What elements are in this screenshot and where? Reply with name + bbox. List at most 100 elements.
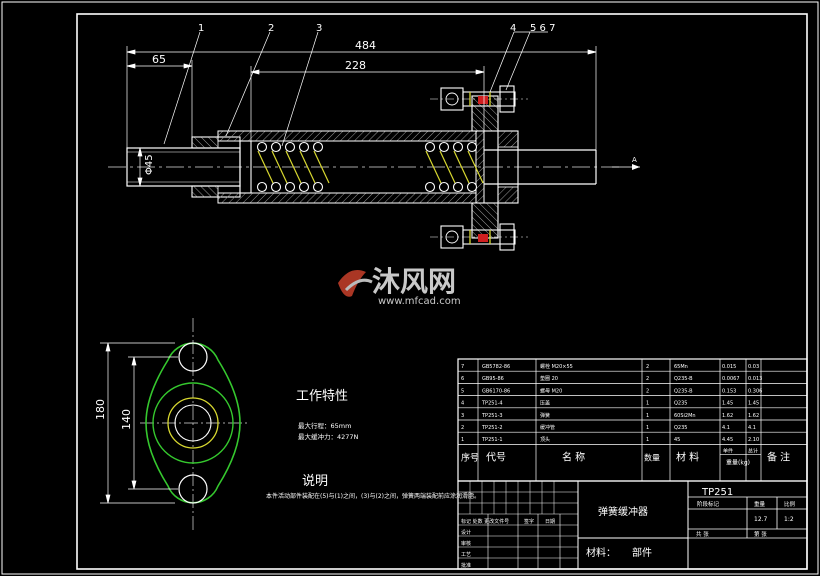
tube-wall-bottom [217,192,477,204]
part-name: 弹簧缓冲器 [598,505,648,518]
sign-row-label: 工艺 [461,552,471,558]
sign-row-label: 批准 [461,562,471,569]
material-value: 部件 [632,546,652,559]
bom-cell: 45 [674,437,680,443]
section-view: A [108,23,640,251]
dim-65: 65 [152,53,166,66]
svg-text:A: A [632,156,637,164]
tube-wall-top [217,130,477,142]
characteristics-line1: 最大行程：65mm [298,421,351,430]
dim-228: 228 [345,59,366,72]
bom-cell: 2 [646,364,649,370]
weight-label: 重量 [754,500,766,508]
bom-cell: Q235-B [674,376,693,382]
bom-header-cell: 代号 [486,451,506,463]
bom-cell: TP251-3 [481,413,503,419]
bom-cell: 4.1 [722,425,730,431]
bom-header-unit: 单件 [723,447,733,454]
bom-cell: GB95-86 [482,376,504,382]
bom-cell: 0.03 [748,364,759,370]
balloon-leaders [163,31,548,147]
characteristics-line2: 最大缓冲力：4277N [298,432,359,441]
bom-header-cell: 数量 [644,452,660,462]
sheet-number: 第 张 [754,530,767,538]
flange-bottom [471,202,499,239]
scale-value: 1:2 [784,516,794,523]
sign-row-label: 审核 [461,540,471,547]
stage-label: 阶段标记 [697,500,720,508]
bom-cell: Q235 [674,425,687,431]
balloon-1: 1 [198,23,204,34]
balloon-3: 3 [316,23,322,34]
bom-cell: 0.153 [722,388,736,394]
view-arrow [632,164,640,170]
bom-cell: GB5782-86 [482,364,510,370]
watermark-brand: 沐风网 [372,265,456,298]
bom-cell: 1.45 [748,401,759,407]
dimension-lines [126,46,597,187]
bom-cell: 0.013 [748,376,762,382]
bom-cell: TP251-1 [481,437,503,443]
bom-cell: 1 [461,437,464,443]
drawing-number: TP251 [701,487,733,498]
sheet-total: 共 张 [696,530,709,538]
notes-text: 本件活动部件装配在(5)与(1)之间，(3)与(2)之间，弹簧两端装配前应涂润滑… [266,492,480,500]
bom-cell: 4.1 [748,425,756,431]
bom-cell: 0.0067 [722,376,740,382]
dim-180: 180 [94,399,107,420]
dim-484: 484 [355,39,376,52]
bom-cell: 1 [646,401,649,407]
bom-header-total: 总计 [748,447,758,454]
spring-part-3 [256,141,484,193]
bom-cell: 1 [646,425,649,431]
inner-frame [76,13,808,570]
bom-cell: Q235-B [674,388,693,394]
balloon-4: 4 [510,23,516,34]
material-label: 材料： [586,546,616,559]
sign-row-label: 标记 处数 更改文件号 [461,518,509,525]
bom-cell: 7 [461,364,464,370]
bom-cell: 2.10 [748,437,759,443]
bom-header-cell: 名 称 [562,450,585,463]
bom-cell: 2 [646,388,649,394]
bom-cell: 0.306 [748,388,762,394]
bom-cell: 4.45 [722,437,733,443]
notes-title: 说明 [302,474,328,489]
bom-cell: 0.015 [722,364,736,370]
bom-cell: 弹簧 [540,412,550,419]
bom-cell: Q235 [674,401,687,407]
bom-cell: 2 [646,376,649,382]
weight-value: 12.7 [754,516,768,523]
watermark-logo: 沐风网 www.mfcad.com [338,265,461,307]
bom-cell: TP251-2 [481,425,503,431]
bom-cell: 65Mn [674,364,688,370]
flange-end-view: 180 140 [94,318,250,530]
title-block [457,480,808,570]
dim-140: 140 [120,409,133,430]
bom-cell: 顶头 [540,436,550,443]
balloon-2: 2 [268,23,274,34]
bom-cell: GB6170-86 [482,388,510,394]
bom-cell: 1.62 [722,413,733,419]
bom-cell: 垫圈 20 [540,375,558,382]
watermark-url: www.mfcad.com [378,296,461,307]
bolt-assembly-top [430,85,528,113]
bom-cell: 1.62 [748,413,759,419]
bom-cell: 1 [646,437,649,443]
bom-cell: 螺母 M20 [540,387,562,394]
bom-cell: 缓冲管 [540,424,555,431]
bom-cell: 4 [461,401,464,407]
bom-cell: 6 [461,376,464,382]
sign-col-label: 签字 [524,518,534,525]
sign-col-label: 日期 [545,519,555,525]
bom-header-cell: 备 注 [767,450,790,463]
sign-row-label: 设计 [461,529,471,536]
balloon-567: 5 6 7 [530,23,555,34]
piston [239,140,252,194]
bom-header-cell: 序号 [461,451,479,463]
bom-cell: 5 [461,388,464,394]
bolt-assembly-bottom [430,223,528,251]
